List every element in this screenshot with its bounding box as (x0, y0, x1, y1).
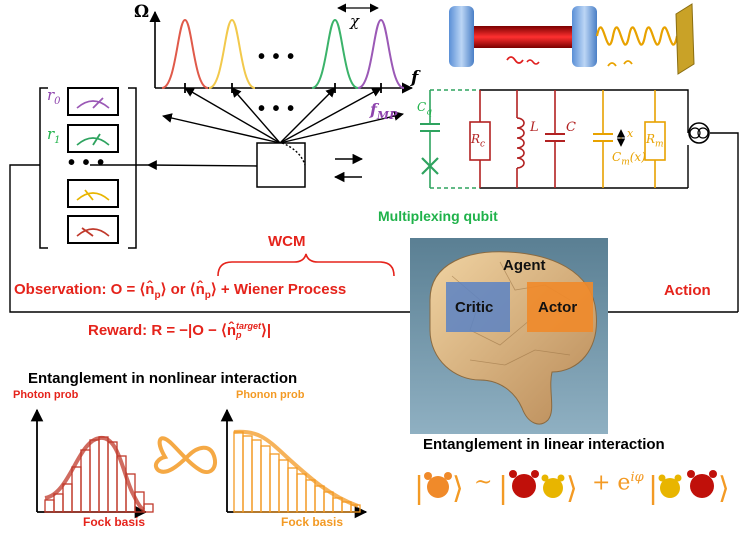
f-mp-label: fMP (370, 100, 398, 123)
mirror-right (572, 6, 597, 67)
histogram-bar (287, 467, 298, 513)
histogram-bar (233, 431, 244, 513)
r1-label: r1 (47, 125, 61, 146)
current-source-icon (688, 122, 710, 144)
infinity-icon (153, 436, 217, 475)
linear-entanglement-kets: | ⟩ | ⟩ | ⟩ (414, 470, 730, 506)
c-label: C (566, 120, 576, 135)
axis-f-label: f (411, 68, 419, 88)
histogram-bar (242, 435, 253, 513)
histogram-bar (98, 436, 109, 513)
fock-basis-label-1: Fock basis (83, 515, 146, 529)
wcm-brace (217, 253, 395, 277)
cm-label: Cm(x) (612, 150, 646, 168)
histogram-bar (71, 466, 82, 513)
histogram-bar (314, 485, 325, 513)
histogram-bar (305, 479, 316, 513)
svg-text:⟩: ⟩ (718, 471, 730, 506)
phase-term: + eiφ (592, 470, 644, 496)
feedback-loop (9, 164, 412, 313)
circuit (420, 89, 666, 189)
phonon-histogram (233, 431, 361, 513)
mirror-left (449, 6, 474, 67)
mechanical-membrane (675, 3, 695, 75)
rm-label: Rm (646, 132, 664, 150)
svg-text:|: | (414, 471, 424, 506)
peak-yellow (208, 18, 256, 89)
histogram-bar (44, 499, 55, 513)
actor-box (527, 282, 593, 332)
histogram-bar (278, 459, 289, 513)
peak-red (161, 18, 209, 89)
spectrum-ellipsis: • • • (258, 46, 296, 68)
r0-label: r0 (47, 86, 61, 107)
svg-text:|: | (648, 471, 658, 506)
histogram-bar (80, 449, 91, 513)
mixer-box (256, 142, 306, 188)
l-label: L (530, 120, 539, 135)
x-label: x (627, 127, 634, 140)
readout-panel (39, 87, 137, 249)
nonlinear-title: Entanglement in nonlinear interaction (28, 370, 298, 387)
histogram-bar (269, 453, 280, 513)
spectrum-plot (149, 3, 414, 144)
tilde-symbol: ~ (474, 470, 493, 495)
histogram-bar (89, 439, 100, 513)
histogram-bar (62, 483, 73, 513)
action-label: Action (664, 282, 711, 299)
critic-box (446, 282, 510, 332)
photon-prob-label: Photon prob (13, 389, 79, 401)
critic-label: Critic (455, 299, 494, 316)
peak-purple (357, 18, 405, 89)
histogram-bar (251, 439, 262, 513)
actor-label: Actor (538, 299, 578, 316)
rc-label: Rc (471, 132, 486, 150)
readout-ellipsis: • • • (68, 152, 106, 174)
wcm-label: WCM (268, 233, 306, 250)
meter-red (67, 215, 119, 244)
meter-green (67, 124, 119, 153)
histogram-bar (53, 493, 64, 513)
agent-label: Agent (503, 257, 546, 274)
histogram-bar (134, 491, 145, 513)
cq-label: Cq (417, 100, 432, 118)
observation-label: Observation: O = ⟨n̂p⟩ or ⟨n̂p⟩ + Wiener… (14, 281, 347, 301)
nonlinear-plots (30, 408, 368, 519)
fock-basis-label-2: Fock basis (281, 515, 344, 529)
histogram-bar (143, 503, 154, 513)
histogram-bar (296, 473, 307, 513)
histogram-bar (260, 445, 271, 513)
peak-green (311, 18, 359, 89)
svg-text:⟩: ⟩ (452, 471, 464, 506)
svg-text:⟩: ⟩ (566, 471, 578, 506)
meter-purple (67, 87, 119, 116)
meter-yellow (67, 179, 119, 208)
optomechanical-cavity (449, 3, 695, 75)
multiplexing-qubit-label: Multiplexing qubit (378, 208, 498, 224)
phonon-prob-label: Phonon prob (236, 389, 305, 401)
chi-label: χ (350, 12, 360, 30)
linear-title: Entanglement in linear interaction (423, 436, 665, 453)
fan-ellipsis: • • • (258, 98, 296, 120)
agent-brain-image (410, 238, 608, 434)
axis-omega-label: Ω (134, 2, 150, 22)
svg-text:|: | (498, 471, 508, 506)
